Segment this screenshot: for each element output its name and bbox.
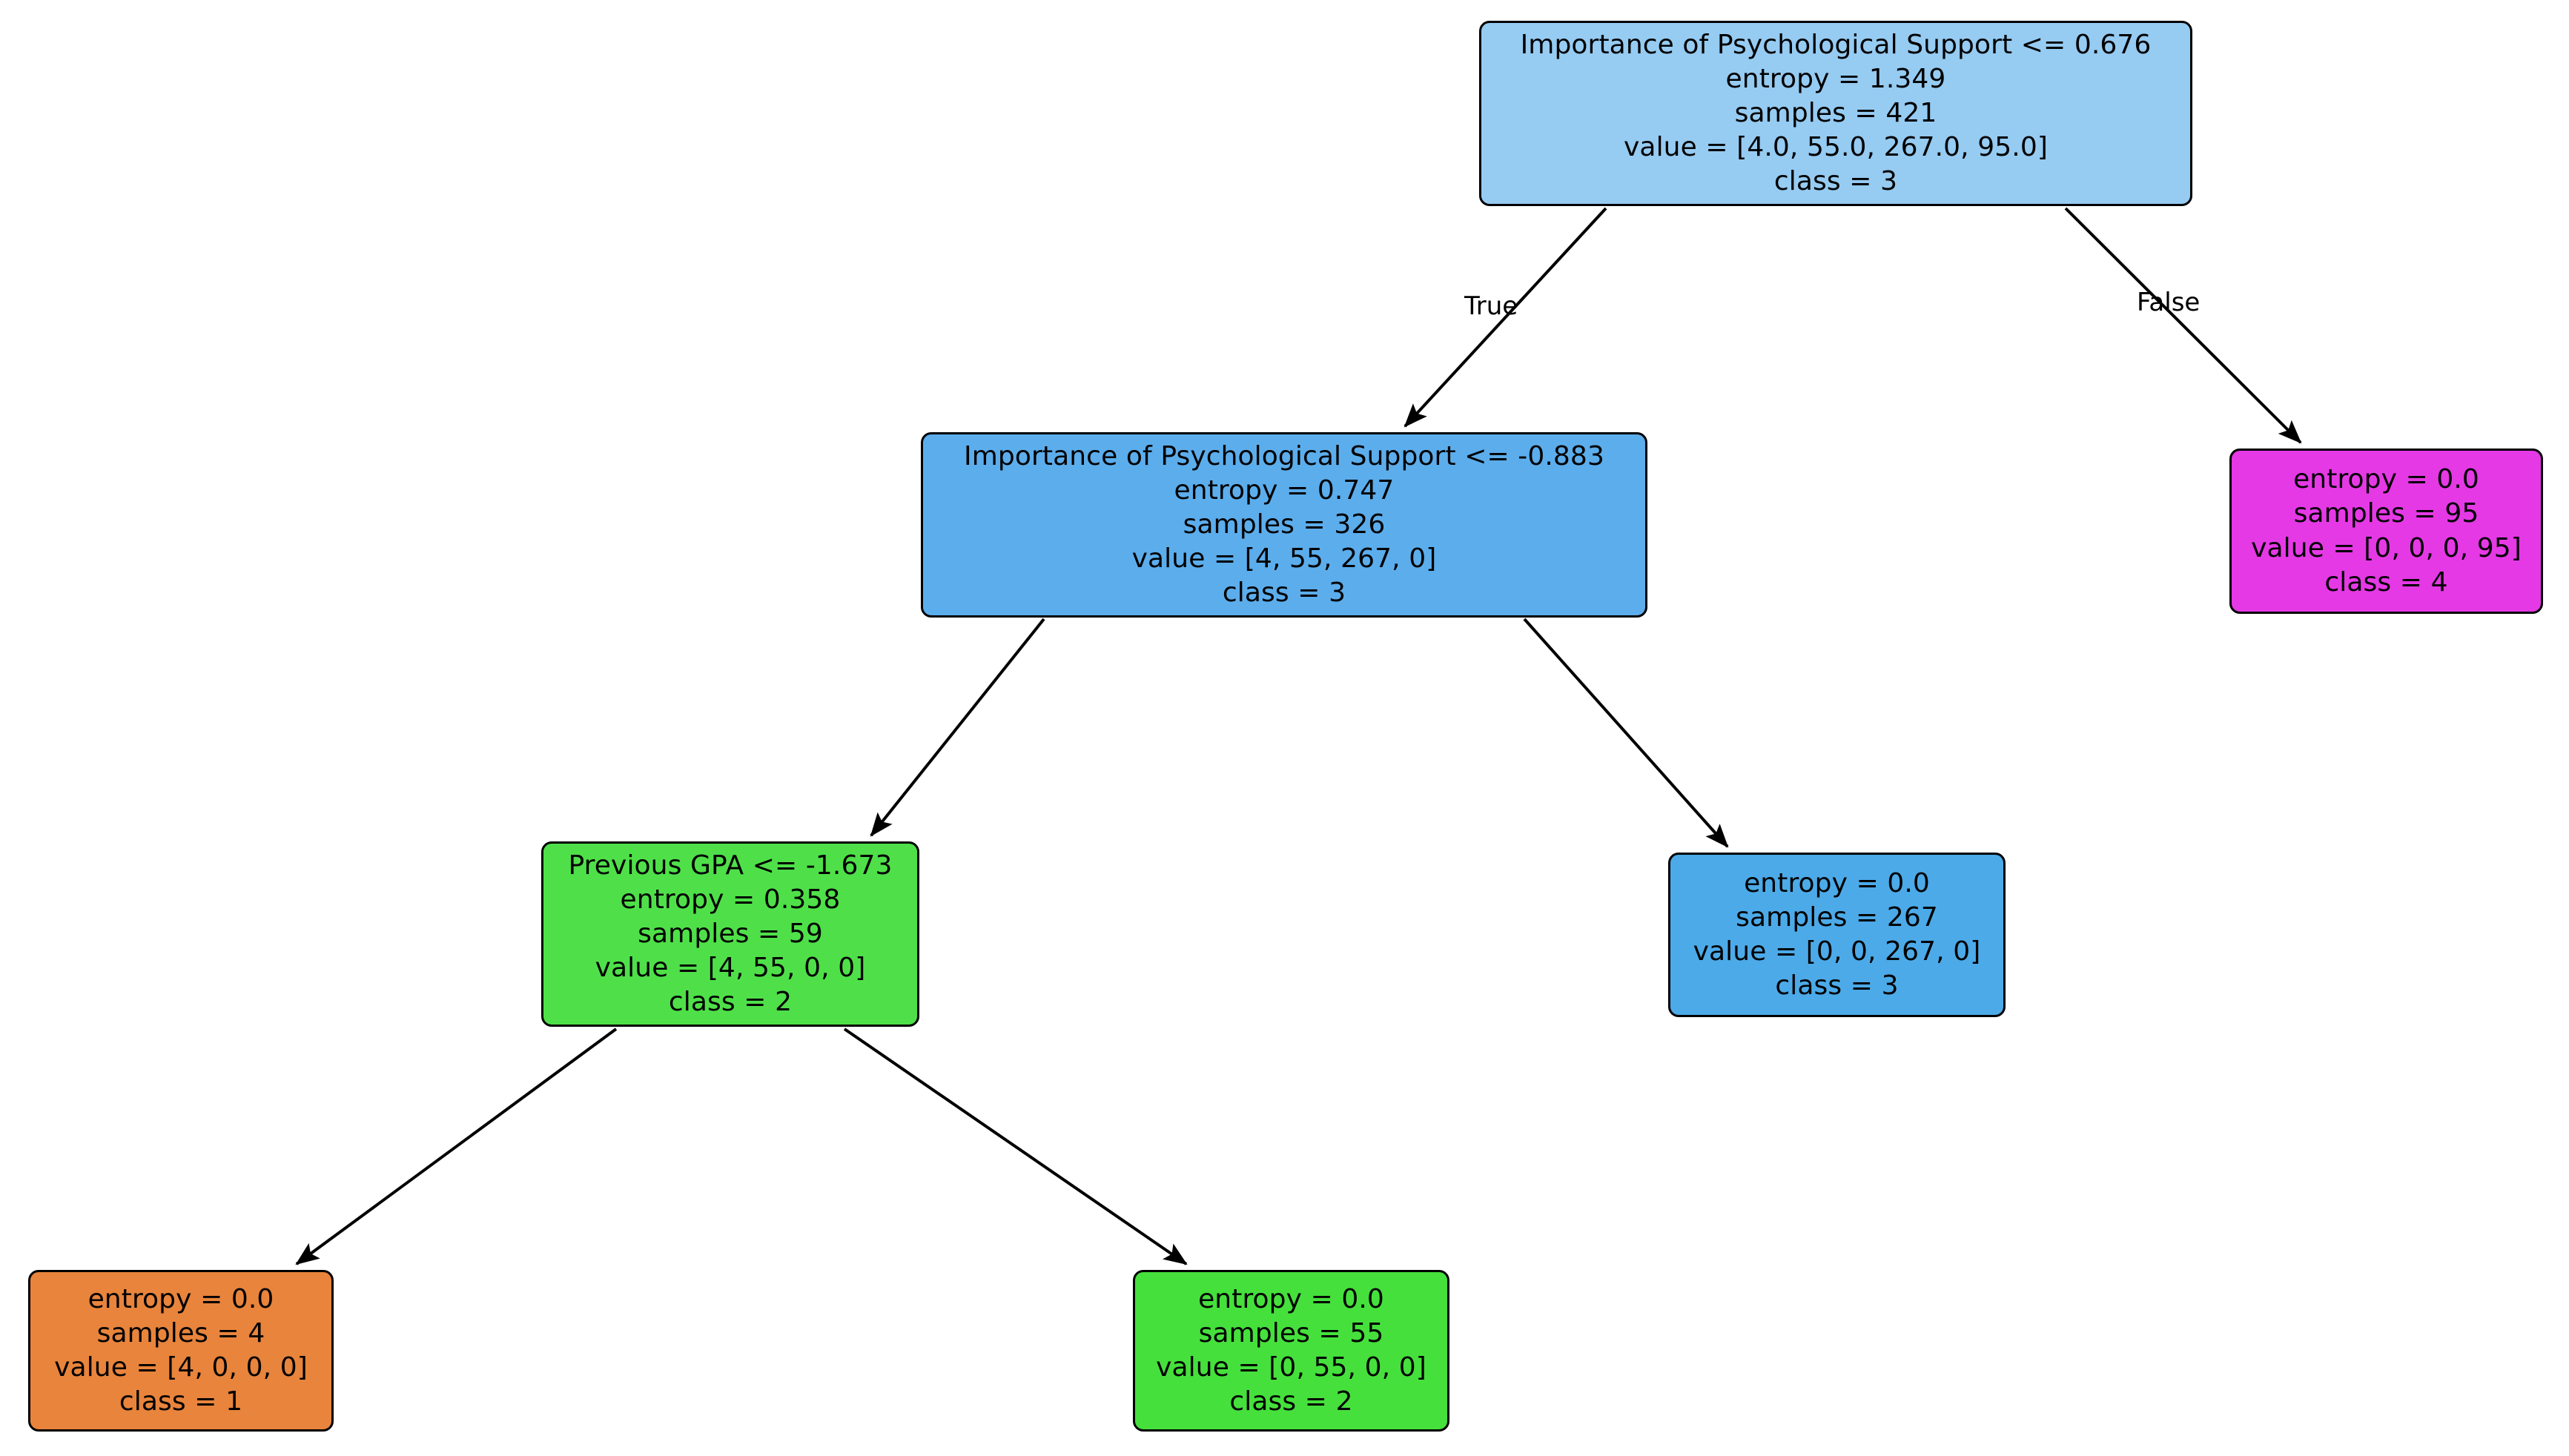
node-class: class = 3 bbox=[1773, 166, 1898, 197]
node-entropy: entropy = 0.358 bbox=[620, 884, 841, 915]
node-samples: samples = 55 bbox=[1198, 1317, 1384, 1349]
node-class: class = 2 bbox=[1229, 1386, 1353, 1417]
node-value: value = [4.0, 55.0, 267.0, 95.0] bbox=[1624, 132, 2048, 163]
tree-node-left1[interactable]: Importance of Psychological Support <= -… bbox=[921, 432, 1647, 618]
node-class: class = 2 bbox=[668, 987, 793, 1018]
node-class: class = 1 bbox=[119, 1386, 243, 1417]
node-samples: samples = 59 bbox=[638, 918, 823, 949]
node-samples: samples = 95 bbox=[2293, 498, 2479, 529]
node-class: class = 3 bbox=[1222, 578, 1346, 609]
node-samples: samples = 326 bbox=[1183, 509, 1386, 540]
node-entropy: entropy = 0.0 bbox=[1198, 1283, 1384, 1314]
node-value: value = [0, 55, 0, 0] bbox=[1156, 1352, 1426, 1383]
tree-node-leaf-class3[interactable]: entropy = 0.0 samples = 267 value = [0, … bbox=[1668, 853, 2006, 1017]
node-value: value = [4, 0, 0, 0] bbox=[54, 1352, 308, 1383]
edge-label-true: True bbox=[1464, 291, 1518, 321]
edge-left1-to-leaf3 bbox=[1523, 618, 1729, 848]
node-samples: samples = 4 bbox=[96, 1317, 265, 1349]
tree-node-leaf-class4[interactable]: entropy = 0.0 samples = 95 value = [0, 0… bbox=[2229, 449, 2543, 614]
edge-left1-to-gpa bbox=[870, 618, 1045, 837]
node-condition: Importance of Psychological Support <= -… bbox=[964, 440, 1604, 471]
tree-node-root[interactable]: Importance of Psychological Support <= 0… bbox=[1479, 21, 2192, 206]
node-class: class = 4 bbox=[2324, 566, 2448, 598]
node-value: value = [0, 0, 267, 0] bbox=[1693, 936, 1981, 967]
node-class: class = 3 bbox=[1775, 970, 1899, 1002]
edge-gpa-to-leaf1 bbox=[295, 1028, 618, 1265]
tree-node-leaf-class1[interactable]: entropy = 0.0 samples = 4 value = [4, 0,… bbox=[28, 1270, 334, 1432]
node-entropy: entropy = 0.0 bbox=[1744, 867, 1930, 899]
node-entropy: entropy = 0.0 bbox=[2293, 464, 2479, 495]
node-samples: samples = 421 bbox=[1734, 97, 1937, 128]
node-samples: samples = 267 bbox=[1736, 901, 1938, 933]
edge-root-to-leaf4 bbox=[2064, 207, 2302, 444]
edge-gpa-to-leaf2 bbox=[843, 1028, 1188, 1265]
tree-node-leaf-class2[interactable]: entropy = 0.0 samples = 55 value = [0, 5… bbox=[1133, 1270, 1449, 1432]
node-value: value = [0, 0, 0, 95] bbox=[2251, 532, 2522, 563]
node-entropy: entropy = 1.349 bbox=[1725, 63, 1946, 94]
tree-node-previous-gpa[interactable]: Previous GPA <= -1.673 entropy = 0.358 s… bbox=[541, 841, 919, 1027]
node-value: value = [4, 55, 0, 0] bbox=[595, 953, 866, 984]
edge-label-false: False bbox=[2137, 288, 2201, 317]
node-entropy: entropy = 0.0 bbox=[87, 1283, 274, 1314]
node-entropy: entropy = 0.747 bbox=[1174, 474, 1395, 506]
node-condition: Previous GPA <= -1.673 bbox=[568, 850, 893, 881]
node-condition: Importance of Psychological Support <= 0… bbox=[1520, 29, 2152, 60]
node-value: value = [4, 55, 267, 0] bbox=[1131, 543, 1437, 575]
